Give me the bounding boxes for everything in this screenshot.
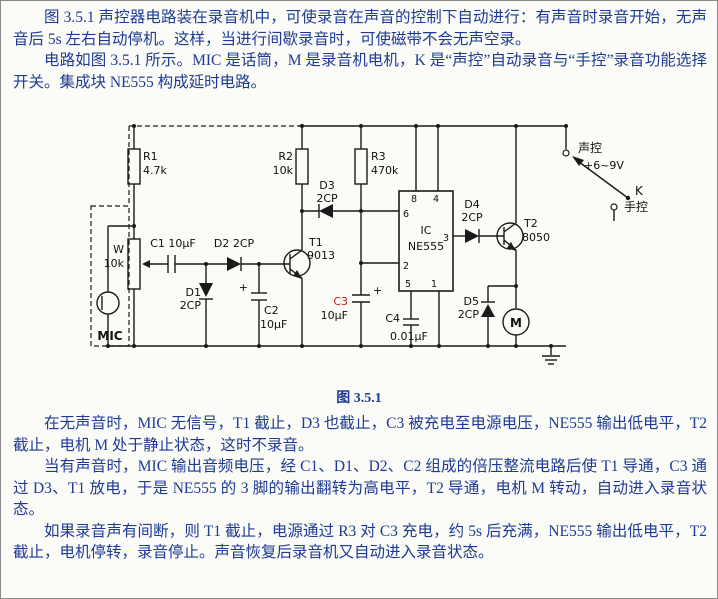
- r3-value: 470k: [371, 164, 399, 177]
- ic-pin-6: 6: [403, 209, 409, 220]
- ic-pin-4: 4: [433, 194, 439, 205]
- c4-label: C4: [385, 312, 400, 325]
- junction-dots: [106, 124, 568, 348]
- c2-polarity: +: [239, 281, 248, 294]
- switch-label: K: [635, 184, 644, 198]
- transistor-t1: T1 9013: [259, 211, 335, 346]
- c2-label: C2: [264, 304, 279, 317]
- t1-label: T1: [308, 236, 323, 249]
- t2-label: T2: [523, 217, 538, 230]
- d5-label: D5: [464, 295, 479, 308]
- paragraph-explain-2: 当有声音时，MIC 输出音频电压，经 C1、D1、D2、C2 组成的倍压整流电路…: [13, 458, 707, 518]
- r3-label: R3: [371, 150, 386, 163]
- ic-pin-1: 1: [431, 279, 437, 290]
- r2-value: 10k: [273, 164, 294, 177]
- d1-label: D1: [186, 286, 201, 299]
- ic-value: NE555: [408, 240, 444, 253]
- ground-symbol: [542, 346, 560, 365]
- c3-label: C3: [333, 295, 348, 308]
- c3-value: 10μF: [321, 309, 348, 322]
- ic-pin-2: 2: [403, 261, 409, 272]
- c1-label: C1 10μF: [150, 237, 196, 250]
- mic-label: MIC: [97, 329, 122, 343]
- d3-label: D3: [319, 179, 334, 192]
- figure-caption: 图 3.5.1: [336, 391, 382, 406]
- w-value: 10k: [104, 257, 125, 270]
- t1-value: 9013: [307, 249, 335, 262]
- r1-value: 4.7k: [143, 164, 167, 177]
- mode-voice-label: 声控: [578, 141, 602, 155]
- motor-label: M: [510, 316, 522, 330]
- paragraph-explain-1: 在无声音时，MIC 无信号，T1 截止，D3 也截止，C3 被充电至电源电压，N…: [13, 415, 707, 454]
- d4-value: 2CP: [461, 211, 483, 224]
- capacitor-c2: + C2 10μF: [239, 264, 287, 346]
- diode-d2: D2 2CP: [206, 237, 259, 271]
- paragraph-intro-1: 图 3.5.1 声控器电路装在录音机中，可使录音在声音的控制下自动进行：有声音时…: [13, 9, 707, 48]
- diode-d5: D5 2CP: [458, 285, 516, 346]
- c2-value: 10μF: [260, 318, 287, 331]
- supply-label: +6~9V: [584, 159, 624, 172]
- potentiometer-w: W 10k: [104, 238, 168, 346]
- diode-d3: D3 2CP: [302, 179, 361, 218]
- switch-k: 声控 +6~9V K 手控: [562, 126, 648, 221]
- r1-label: R1: [143, 150, 158, 163]
- d2-label: D2 2CP: [214, 237, 255, 250]
- ic-ne555: IC NE555 6 2 3 8 4 5 1: [361, 126, 465, 346]
- d3-value: 2CP: [316, 192, 338, 205]
- intro-text: 图 3.5.1 声控器电路装在录音机中，可使录音在声音的控制下自动进行：有声音时…: [13, 7, 707, 93]
- t2-value: 8050: [522, 231, 550, 244]
- ic-pin-3: 3: [443, 233, 449, 244]
- capacitor-c4: C4 0.01μF: [385, 312, 428, 346]
- capacitor-c1: C1 10μF: [150, 237, 206, 273]
- d5-value: 2CP: [458, 308, 480, 321]
- motor-m: M: [502, 308, 530, 346]
- r2-label: R2: [278, 150, 293, 163]
- transistor-t2: T2 8050: [496, 126, 550, 308]
- w-label: W: [113, 243, 124, 256]
- d1-value: 2CP: [180, 299, 202, 312]
- diode-d1: D1 2CP: [180, 264, 213, 346]
- paragraph-explain-3: 如果录音声有间断，则 T1 截止，电源通过 R3 对 C3 充电，约 5s 后充…: [13, 522, 707, 562]
- diode-d4: D4 2CP: [461, 198, 504, 243]
- d4-label: D4: [464, 198, 479, 211]
- c3-polarity: +: [373, 284, 382, 297]
- c4-value: 0.01μF: [390, 330, 428, 343]
- capacitor-c3: + C3 10μF: [321, 284, 382, 346]
- mode-manual-label: 手控: [624, 200, 648, 214]
- resistor-r2: R2 10k: [273, 126, 309, 211]
- mic-shield: [90, 126, 130, 347]
- resistor-r3: R3 470k: [354, 126, 399, 295]
- ic-label: IC: [421, 224, 432, 237]
- resistor-r1: R1 4.7k: [127, 126, 167, 239]
- circuit-diagram: MIC R1 4.7k W 10k C1 10μF: [90, 124, 648, 365]
- microphone: MIC: [96, 225, 134, 346]
- ic-pin-8: 8: [411, 194, 417, 205]
- paragraph-intro-2: 电路如图 3.5.1 所示。MIC 是话筒，M 是录音机电机，K 是“声控”自动…: [13, 52, 707, 91]
- ic-pin-5: 5: [405, 279, 411, 290]
- explanation-text: 在无声音时，MIC 无信号，T1 截止，D3 也截止，C3 被充电至电源电压，N…: [13, 413, 707, 564]
